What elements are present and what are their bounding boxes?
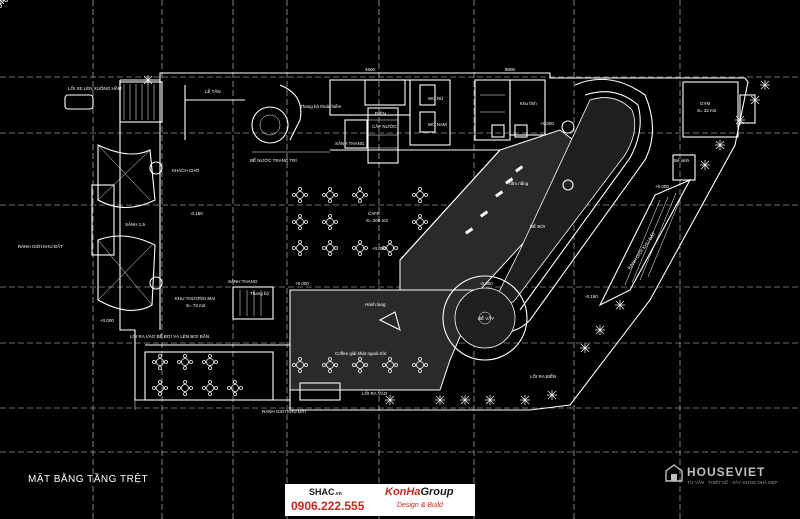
core-stairs-elevators bbox=[329, 79, 546, 190]
gym-and-stairs bbox=[598, 81, 756, 307]
label-be-sinh: Bể sinh bbox=[674, 157, 690, 163]
label-be-vay: BỂ VẦY bbox=[478, 315, 494, 321]
brand-a: KonHa bbox=[385, 486, 421, 498]
label-dien: ĐIỆN bbox=[375, 109, 386, 116]
service-block bbox=[144, 286, 401, 401]
level-1: +0.000 bbox=[100, 318, 114, 323]
level-6: +0.000 bbox=[655, 184, 669, 189]
drawing-title: MẶT BẰNG TẦNG TRỆT bbox=[28, 474, 149, 485]
reception-area bbox=[184, 84, 330, 153]
label-thang-bo-thoat-hiem: Thang bộ thoát hiểm bbox=[300, 103, 342, 109]
label-coffee-ngoai-troi: Coffee giải khát ngoài trời bbox=[335, 351, 386, 356]
phone-number: 0906.222.555 bbox=[291, 499, 365, 513]
label-wc-nu: WC NỮ bbox=[428, 95, 444, 101]
level-4: -0.150 bbox=[585, 294, 598, 299]
entrance-canopy bbox=[91, 144, 163, 311]
brand-b: Group bbox=[420, 486, 454, 498]
level-2: -0.150 bbox=[190, 211, 203, 216]
label-san-h: SẢNH 1.5 bbox=[125, 221, 146, 227]
level-8: +0.000 bbox=[540, 121, 554, 126]
label-loi-ra-vao: LỐI RA VÀO bbox=[362, 390, 388, 396]
label-khu-thuong-mai-area: S= 72 m2 bbox=[186, 303, 206, 308]
label-loi-ra-bien: LỐI RA BIỂN bbox=[530, 373, 556, 379]
label-be-nuoc: BỂ NƯỚC TRANG TRÍ bbox=[250, 157, 298, 163]
label-hanh-lang: Hành lang bbox=[365, 302, 386, 307]
level-markers: +0.000 -0.150 +0.000 -0.150 +0.000 +0.00… bbox=[100, 67, 669, 323]
dim-1: 4600 bbox=[365, 67, 376, 72]
brand-logo: KonHaGroup bbox=[385, 486, 453, 498]
label-gym-area: S= 32 m2 bbox=[697, 108, 717, 113]
label-be-boi: BỂ BƠI bbox=[530, 223, 545, 229]
label-thang-bo: Thang bộ bbox=[250, 291, 270, 296]
label-khu-thuong-mai: KHU THƯƠNG MẠI bbox=[175, 296, 215, 301]
watermark-sub: TƯ VẤN · THIẾT KẾ · XÂY DỰNG NHÀ ĐẸP bbox=[687, 480, 778, 485]
level-5: +0.000 bbox=[295, 281, 309, 286]
label-cafe: CAFE bbox=[368, 211, 380, 216]
label-tam-nang: Tắm nắng bbox=[508, 180, 529, 186]
watermark-name: HOUSEVIET bbox=[687, 465, 766, 479]
label-loi-ra-vao-be-boi: LỐI RA VÀO BỂ BƠI VÀ LÊN BƠI BẮN bbox=[130, 332, 209, 339]
trees bbox=[0, 0, 771, 406]
shac-text: SHAC bbox=[309, 487, 335, 497]
level-7: -0.300 bbox=[480, 281, 493, 286]
label-ranh-bottom: RANH GIỚI KHU ĐẤT bbox=[262, 408, 307, 414]
house-icon bbox=[665, 464, 683, 482]
label-wc-nam: WC NAM bbox=[428, 122, 447, 127]
label-loi-ham: LỐI XE LÊN XUỐNG HẦM bbox=[68, 84, 122, 91]
pool bbox=[442, 78, 653, 361]
label-khach-cho: KHÁCH CHỜ bbox=[172, 167, 200, 173]
brand-tagline: Design & Build bbox=[397, 502, 443, 509]
label-cafe-area: S= 200 m2 bbox=[366, 218, 388, 223]
label-sanh-thang-2: SẢNH THANG bbox=[228, 278, 258, 284]
dim-2: 8000 bbox=[505, 67, 516, 72]
title-block: SHAC.vn 0906.222.555 KonHaGroup Design &… bbox=[285, 484, 475, 516]
label-khu-tinh: Khu tĩnh bbox=[520, 101, 537, 106]
label-sanh-tang: SẢNH THANG bbox=[335, 140, 365, 146]
level-3: +0.000 bbox=[372, 246, 386, 251]
sun-loungers bbox=[465, 165, 524, 235]
car-ramp bbox=[64, 81, 163, 123]
label-ranh-left: RANH GIỚI KHU ĐẤT bbox=[18, 243, 63, 249]
cafe-tables bbox=[0, 0, 428, 396]
label-le-tan: LỄ TÂN bbox=[205, 88, 221, 94]
label-gym: GYM bbox=[700, 101, 711, 106]
shac-logo: SHAC.vn bbox=[309, 487, 342, 497]
label-cap-nuoc: CẤP NƯỚC bbox=[372, 123, 397, 129]
shac-vn: .vn bbox=[334, 491, 342, 497]
